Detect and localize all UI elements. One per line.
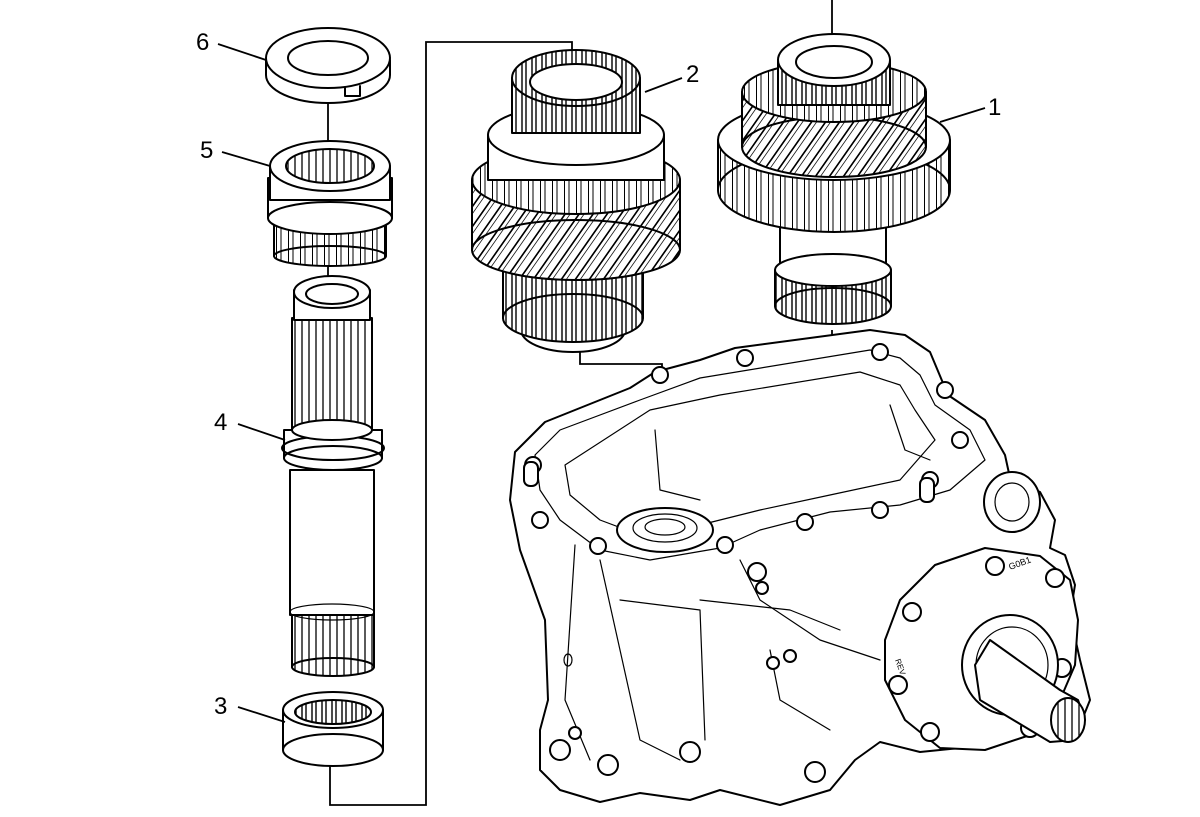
bolt-hole [568,726,582,740]
cover-bolt [888,675,908,695]
bolt-hole [951,431,969,449]
housing-mark-dot [783,649,797,663]
housing-flange-rim [534,349,986,561]
cover-bolt [985,556,1005,576]
callout-1-leader [939,107,986,123]
callout-2: 2 [686,61,699,88]
washer-notch [344,85,361,97]
callout-6: 6 [196,29,209,56]
gear1-lower-bearing-top [774,253,892,287]
hub-splined-bore [285,148,375,184]
shaft-upper-spline [291,317,373,431]
callout-6-leader [217,43,267,61]
callout-3-leader [237,706,286,723]
housing-small-hole [563,653,573,667]
part-3-needle-bearing [282,691,384,767]
hub-ring-lower-edge [267,201,393,235]
bolt-hole [747,562,767,582]
gear1-helical-bottom [741,116,927,178]
washer-bore [287,40,369,76]
gear2-helical-bottom [471,219,681,281]
bolt-hole [716,536,734,554]
housing-bolt-holes [524,343,969,783]
callout-4-leader [237,423,286,441]
housing-rib [699,599,841,631]
part-4-input-shaft [281,275,385,677]
dowel-pin [919,477,935,503]
bolt-hole [549,739,571,761]
gear2-bottom-bearing-lower [502,293,644,343]
bolt-hole [936,381,954,399]
shaft-body-edge [289,603,375,621]
housing-rib [599,559,681,761]
bearing-bottom [282,733,384,767]
housing-side-boss-inner [994,482,1030,522]
housing-rib [564,544,591,761]
callout-2-leader [644,77,683,93]
part-6-thrust-washer [265,27,391,104]
bolt-hole [871,501,889,519]
part-5-synchro-hub [267,140,393,267]
bolt-hole [679,741,701,763]
cover-bolt [1045,568,1065,588]
bolt-hole [736,349,754,367]
bolt-hole [796,513,814,531]
housing-rib [654,429,701,501]
gear1-top-bore [795,45,873,79]
housing-rib [889,404,931,461]
housing-side-boss-outer [983,471,1041,533]
cover-bolt [902,602,922,622]
callout-5: 5 [200,137,213,164]
shaft-lower-end [291,657,375,677]
housing-rib [739,559,881,661]
bearing-rollers [294,699,372,725]
callout-5-leader [221,151,271,167]
shaft-top-bore [305,283,359,305]
shaft-upper-shoulder [291,419,373,441]
shaft-collar-bottom [283,445,383,471]
bolt-hole [589,537,607,555]
hub-bottom [273,245,387,267]
output-shaft-end [1050,697,1086,743]
callout-4: 4 [214,409,227,436]
housing-bearing-bore-center [644,518,686,536]
housing-rib [619,599,706,741]
bolt-hole [597,754,619,776]
bolt-hole [531,511,549,529]
output-cover: G0B1 REV [884,547,1086,751]
gear1-lower-bearing-bottom [774,287,892,325]
part-1-output-gear [717,33,951,325]
callouts: 1 2 3 4 5 6 [196,29,1001,723]
callout-1: 1 [988,94,1001,121]
part-2-gear-cluster [471,49,681,353]
gear2-top-bore [529,63,623,101]
bolt-hole [871,343,889,361]
bolt-hole [804,761,826,783]
housing-inner-cavity [564,371,936,536]
bolt-hole [755,581,769,595]
dowel-pin [523,461,539,487]
shaft-body [289,469,375,616]
housing-bearing-bore-inner [632,513,698,543]
bolt-hole [651,366,669,384]
callout-3: 3 [214,693,227,720]
cover-bolt [920,722,940,742]
housing-mark-dot [766,656,780,670]
